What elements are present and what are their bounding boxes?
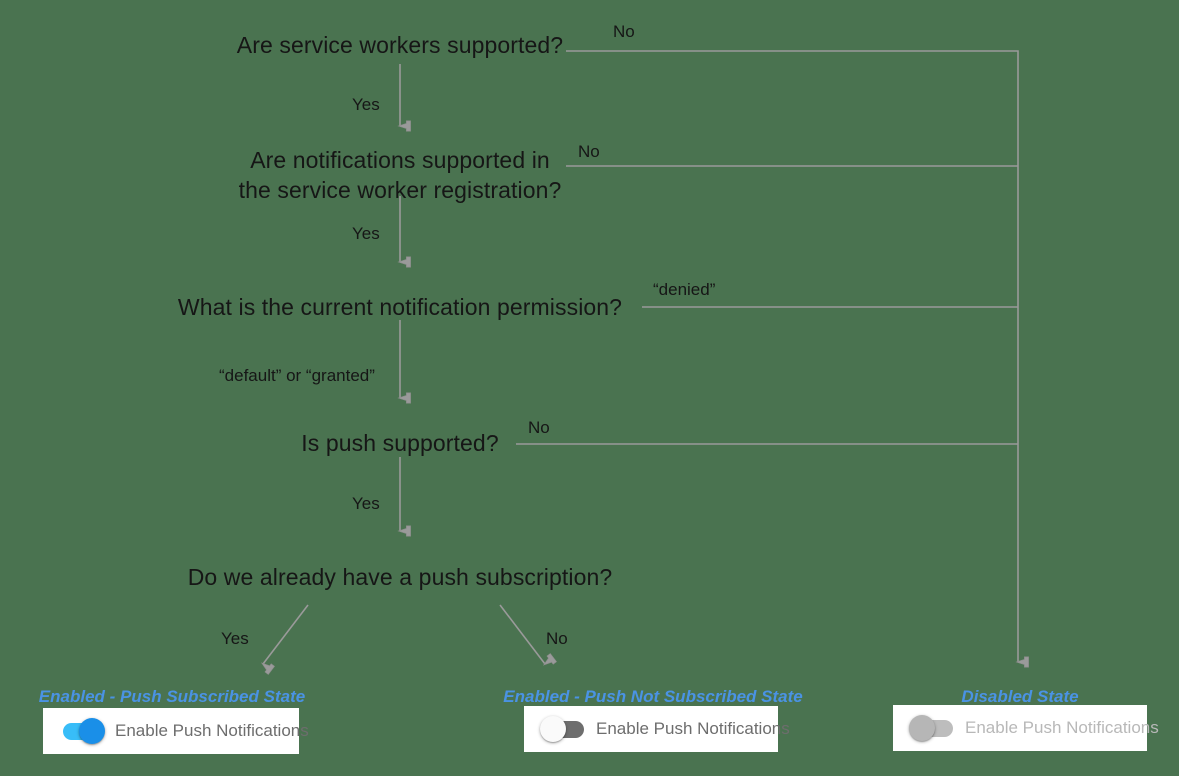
toggle-label-disabled: Enable Push Notifications: [965, 718, 1159, 737]
edge-label-notifications-no: No: [578, 142, 600, 161]
toggle-knob: [540, 716, 566, 742]
state-label-push-subscribed: Enabled - Push Subscribed State: [38, 687, 306, 706]
push-toggle-not-subscribed[interactable]: [540, 716, 586, 742]
toggle-card-push-not-subscribed[interactable]: Enable Push Notifications: [524, 706, 790, 752]
edge-label-push-yes: Yes: [352, 494, 380, 513]
node-notification-permission: What is the current notification permiss…: [177, 294, 623, 320]
toggle-card-push-subscribed[interactable]: Enable Push Notifications: [43, 708, 309, 754]
edge-label-service-workers-no: No: [613, 22, 635, 41]
node-existing-subscription: Do we already have a push subscription?: [187, 564, 613, 590]
toggle-knob: [79, 718, 105, 744]
state-label-disabled: Disabled State: [961, 687, 1079, 706]
edge-label-permission-default-granted: “default” or “granted”: [219, 366, 375, 385]
edge-subscription-no: [499, 604, 557, 666]
edge-label-subscription-yes: Yes: [221, 629, 249, 648]
edge-label-service-workers-yes: Yes: [352, 95, 380, 114]
state-label-push-not-subscribed: Enabled - Push Not Subscribed State: [503, 687, 803, 706]
edge-label-subscription-no: No: [546, 629, 568, 648]
edge-subscription-yes: [260, 604, 309, 675]
push-toggle-subscribed[interactable]: [59, 718, 105, 744]
toggle-label-push-not-subscribed: Enable Push Notifications: [596, 719, 790, 738]
push-toggle-disabled: [909, 715, 955, 741]
toggle-card-disabled: Enable Push Notifications: [893, 705, 1159, 751]
node-service-workers: Are service workers supported?: [236, 32, 564, 58]
edge-label-permission-denied: “denied”: [653, 280, 716, 299]
toggle-label-push-subscribed: Enable Push Notifications: [115, 721, 309, 740]
toggle-knob: [909, 715, 935, 741]
edge-label-notifications-yes: Yes: [352, 224, 380, 243]
edge-label-push-no: No: [528, 418, 550, 437]
node-push-supported: Is push supported?: [301, 430, 499, 456]
node-notifications-in-service-worker: Are notifications supported in the servi…: [238, 147, 562, 203]
